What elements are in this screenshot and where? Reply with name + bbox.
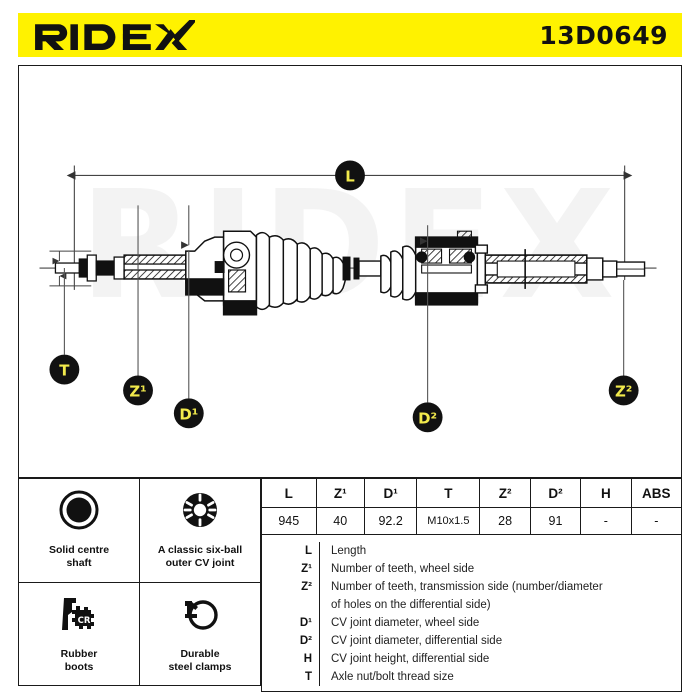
drive-shaft-assembly [39,230,657,316]
spec-header-Z1: Z¹ [315,478,365,508]
spec-header-L: L [261,478,317,508]
svg-text:T: T [59,361,70,379]
spec-header-H: H [580,478,632,508]
legend-def-H: CV joint height, differential side [331,653,490,665]
feature-rubber-boots: CR Rubber boots [19,581,140,685]
svg-text:L: L [345,167,355,185]
spec-value-D1: 92.2 [363,507,418,535]
spec-and-legend: L Z¹ D¹ T Z² D² H ABS 945 40 92.2 [261,478,683,692]
svg-text:Z²: Z² [615,382,632,400]
legend-key-L: L [304,545,312,557]
callout-badge-D1[interactable]: D¹ [173,398,204,429]
feature-solid-centre-shaft: Solid centre shaft [19,478,140,582]
feature-grid: Solid centre shaft [18,478,261,686]
legend-def-L: Length [331,545,367,557]
feature-label: Rubber boots [60,647,98,673]
callout-badge-D2[interactable]: D² [412,402,443,433]
header-bar: 13D0649 [18,13,682,57]
legend-table: L Z¹ Z² D¹ D² H T Length Number of teeth… [261,535,682,692]
specification-table: L Z¹ D¹ T Z² D² H ABS 945 40 92.2 [261,478,683,535]
part-number: 13D0649 [539,20,668,50]
cv-joint-six-ball-icon [180,490,220,535]
callout-badges: T Z¹ D¹ D² Z² [49,160,639,433]
callout-badge-Z2[interactable]: Z² [608,375,639,406]
legend-key-T: T [304,671,312,683]
callout-badge-Z1[interactable]: Z¹ [123,375,153,406]
callout-badge-T[interactable]: T [49,354,80,385]
feature-label: Solid centre shaft [48,544,110,570]
svg-text:CR: CR [78,616,91,626]
spec-header-Z2: Z² [479,478,531,508]
spec-value-D2: 91 [529,507,582,535]
bottom-section: Solid centre shaft [18,478,683,692]
legend-def-D2: CV joint diameter, differential side [331,635,503,647]
solid-shaft-icon [59,490,99,535]
drive-shaft-drawing: RIDEX [39,159,657,433]
spec-value-T: M10x1.5 [416,507,481,535]
legend-def-T: Axle nut/bolt thread size [331,671,454,683]
spec-header-D2: D² [529,478,582,508]
legend-definition-column: Length Number of teeth, wheel side Numbe… [320,542,681,686]
spec-value-L: 945 [261,507,317,535]
legend-key-column: L Z¹ Z² D¹ D² H T [262,542,320,686]
svg-text:D²: D² [418,409,437,427]
legend-def-D1: CV joint diameter, wheel side [331,617,480,629]
feature-label: Durable steel clamps [168,647,232,673]
legend-def-Z1: Number of teeth, wheel side [331,563,475,575]
spec-header-D1: D¹ [363,478,418,508]
feature-steel-clamps: Durable steel clamps [140,581,261,685]
legend-key-Z2: Z² [301,581,312,593]
spec-value-H: - [580,507,632,535]
callout-badge-L[interactable]: L [335,160,365,191]
ridex-logo [35,20,195,50]
thread-dimension-marks [49,250,92,287]
svg-text:Z¹: Z¹ [129,382,146,400]
spec-header-row: L Z¹ D¹ T Z² D² H ABS [261,478,683,508]
spec-header-ABS: ABS [630,478,683,508]
legend-key-Z1: Z¹ [301,563,312,575]
callout-leaders [63,205,625,403]
legend-key-D1: D¹ [299,617,312,629]
legend-def-Z2: Number of teeth, transmission side (numb… [331,581,603,611]
spec-header-T: T [416,478,481,508]
feature-six-ball-cv-joint: A classic six-ball outer CV joint [140,478,261,582]
spec-value-row: 945 40 92.2 M10x1.5 28 91 - - [261,507,683,535]
svg-text:D¹: D¹ [179,405,198,423]
steel-clamp-icon [179,594,221,639]
product-drawing-panel: RIDEX [18,65,682,478]
spec-value-ABS: - [630,507,683,535]
legend-key-H: H [303,653,312,665]
rubber-boot-icon: CR [58,594,100,639]
spec-value-Z1: 40 [315,507,365,535]
legend-key-D2: D² [299,635,312,647]
feature-label: A classic six-ball outer CV joint [157,544,243,570]
spec-value-Z2: 28 [479,507,531,535]
